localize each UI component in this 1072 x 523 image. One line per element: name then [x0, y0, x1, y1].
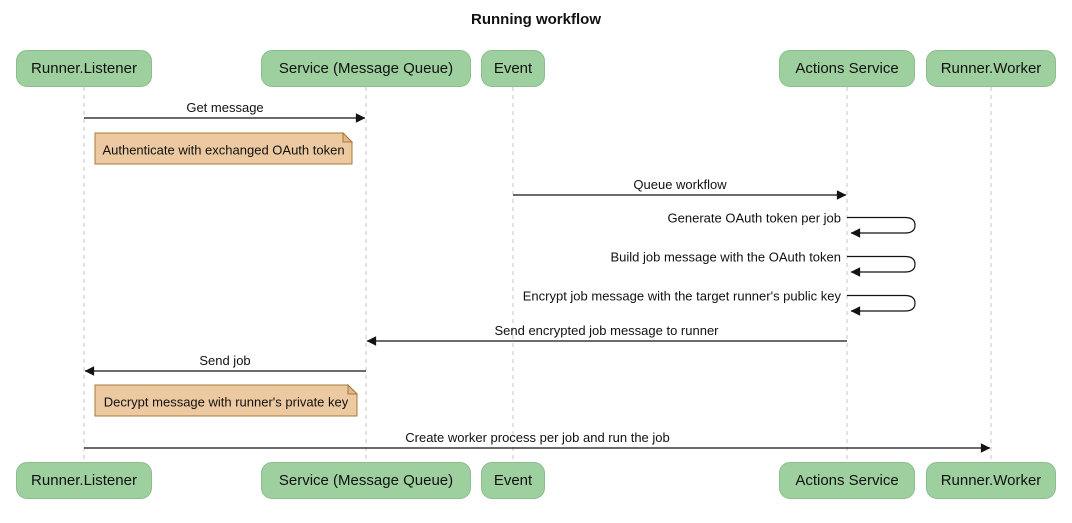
- note-fold-corner: [342, 131, 354, 143]
- note-label: Decrypt message with runner's private ke…: [103, 394, 349, 409]
- actor-box-top-service-message-queue: Service (Message Queue): [261, 50, 471, 87]
- note-box: [94, 132, 353, 165]
- message-label: Queue workflow: [633, 177, 727, 192]
- self-message-arrow: [847, 294, 916, 316]
- actor-box-top-actions-service: Actions Service: [779, 50, 915, 87]
- self-message-arrow: [847, 255, 916, 277]
- actor-box-bottom-runner-listener: Runner.Listener: [16, 462, 152, 499]
- note-fold-corner: [347, 383, 359, 395]
- actor-box-bottom-event: Event: [481, 462, 545, 499]
- self-message-arrow: [847, 216, 916, 238]
- actor-box-top-runner-listener: Runner.Listener: [16, 50, 152, 87]
- note-box: [94, 384, 358, 417]
- self-message-label: Encrypt job message with the target runn…: [522, 288, 841, 304]
- actor-box-bottom-actions-service: Actions Service: [779, 462, 915, 499]
- diagram-title: Running workflow: [471, 11, 601, 28]
- message-label: Get message: [186, 100, 264, 115]
- actor-box-bottom-runner-worker: Runner.Worker: [926, 462, 1056, 499]
- actor-box-top-event: Event: [481, 50, 545, 87]
- actor-box-top-runner-worker: Runner.Worker: [926, 50, 1056, 87]
- self-message-label: Build job message with the OAuth token: [610, 249, 841, 265]
- self-message-label: Generate OAuth token per job: [667, 210, 841, 226]
- actor-box-bottom-service-message-queue: Service (Message Queue): [261, 462, 471, 499]
- message-label: Send encrypted job message to runner: [494, 323, 719, 338]
- note-label: Authenticate with exchanged OAuth token: [102, 142, 345, 157]
- message-label: Create worker process per job and run th…: [405, 430, 670, 445]
- message-label: Send job: [199, 353, 251, 368]
